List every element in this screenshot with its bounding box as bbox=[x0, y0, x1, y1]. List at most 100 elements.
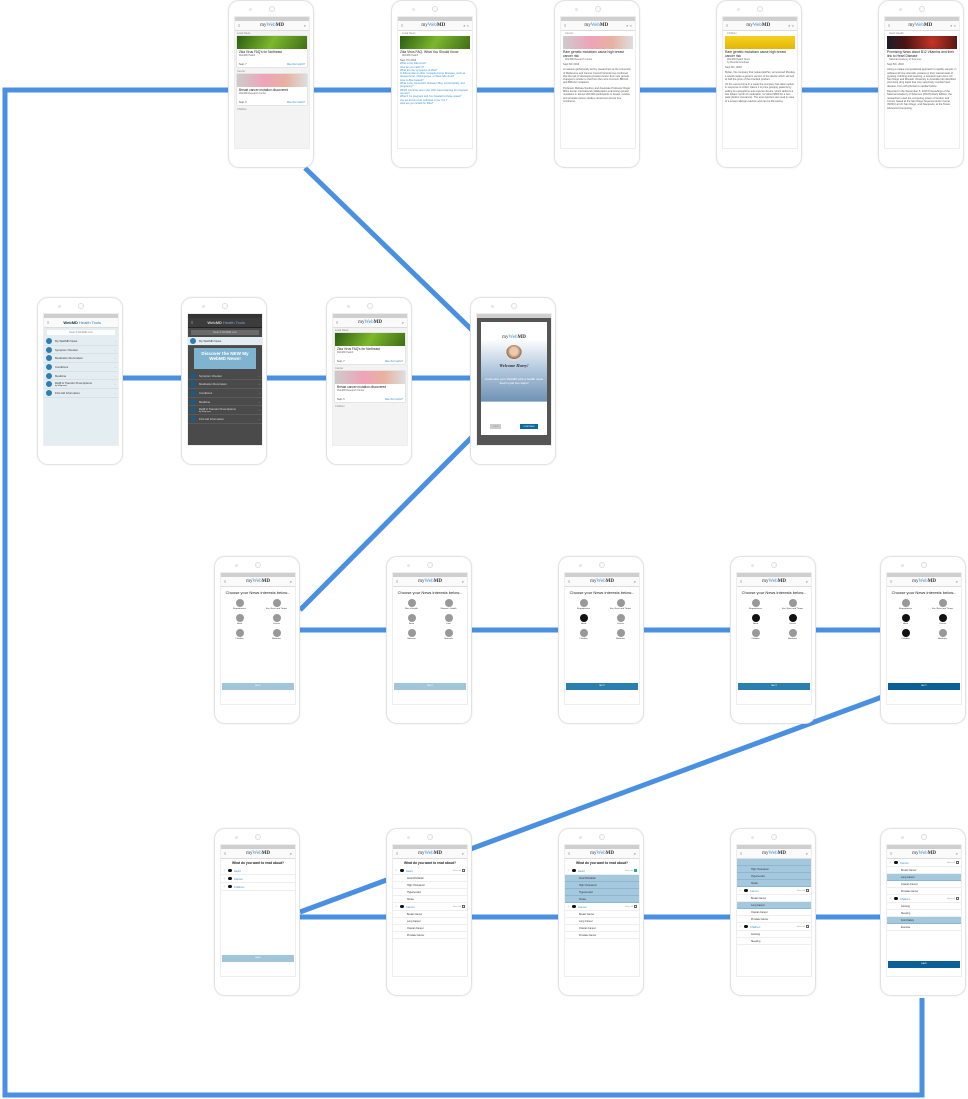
menu-item[interactable]: Medication Reminders› bbox=[44, 354, 118, 364]
search-icon[interactable]: ⌕ bbox=[289, 579, 292, 584]
interest-option[interactable]: Cancer bbox=[258, 614, 295, 625]
menu-icon[interactable]: ≡ bbox=[888, 23, 891, 28]
topic-item[interactable]: Sleeping bbox=[887, 910, 961, 917]
next-button[interactable]: NEXT bbox=[566, 683, 638, 690]
faq-link[interactable]: What are the symptoms of Zika? bbox=[400, 68, 438, 72]
search-icon[interactable]: ⌕ bbox=[955, 851, 958, 856]
topic-item[interactable]: Hypertension bbox=[393, 889, 467, 896]
topic-item[interactable]: Breast Cancer bbox=[737, 895, 811, 902]
topic-item[interactable]: Breast Cancer bbox=[393, 911, 467, 918]
search-icon[interactable]: ⌕ bbox=[633, 851, 636, 856]
interest-option[interactable]: Skincare bbox=[393, 629, 430, 640]
interest-option[interactable]: Cancer bbox=[602, 614, 639, 625]
expand-chevron-icon[interactable]: ⌃ bbox=[567, 904, 570, 909]
menu-item[interactable]: My WebMD News› bbox=[188, 337, 262, 346]
search-icon[interactable]: ⌕ bbox=[461, 851, 464, 856]
menu-icon[interactable]: ≡ bbox=[238, 23, 241, 28]
topic-group[interactable]: ⌃Cancer bbox=[221, 875, 295, 883]
share-icon[interactable]: < bbox=[952, 23, 956, 28]
topic-item[interactable]: Breast Cancer bbox=[565, 911, 639, 918]
menu-icon[interactable]: ≡ bbox=[568, 579, 571, 584]
menu-icon[interactable]: ≡ bbox=[726, 23, 729, 28]
continue-button[interactable]: CONTINUE bbox=[520, 424, 538, 429]
interest-option[interactable]: Ear, Nose and Throat bbox=[774, 599, 811, 610]
interest-option[interactable]: Reproductive bbox=[565, 599, 602, 610]
menu-icon[interactable]: ≡ bbox=[224, 851, 227, 856]
topic-item[interactable]: High Cholesterol bbox=[737, 866, 811, 873]
topic-item[interactable]: Hypertension bbox=[565, 889, 639, 896]
menu-item[interactable]: Symptom Checker› bbox=[44, 346, 118, 355]
topic-item[interactable]: Prostate Cancer bbox=[887, 888, 961, 895]
topic-item[interactable]: Hypertension bbox=[737, 873, 811, 880]
menu-icon[interactable]: ≡ bbox=[564, 23, 567, 28]
expand-chevron-icon[interactable]: ⌃ bbox=[223, 884, 226, 889]
interest-option[interactable]: Ear, Nose and Throat bbox=[602, 599, 639, 610]
interest-option[interactable]: Stomach bbox=[430, 629, 467, 640]
interest-option[interactable]: Children bbox=[221, 629, 258, 640]
menu-icon[interactable]: ≡ bbox=[336, 320, 339, 325]
menu-item[interactable]: Conditions› bbox=[44, 363, 118, 372]
interest-option[interactable]: Heart bbox=[565, 614, 602, 625]
menu-icon[interactable]: ≡ bbox=[890, 851, 893, 856]
select-all-checkbox[interactable] bbox=[634, 905, 637, 908]
menu-icon[interactable]: ≡ bbox=[740, 579, 743, 584]
discover-tooltip[interactable]: Discover the NEW My WebMD News! bbox=[194, 347, 256, 369]
topic-item[interactable]: Stroke bbox=[737, 880, 811, 887]
interest-option[interactable]: Brain bbox=[393, 614, 430, 625]
interest-option[interactable]: Heart bbox=[887, 614, 924, 625]
topic-item[interactable]: Prostate Cancer bbox=[565, 932, 639, 939]
topic-item[interactable]: Ovarian Cancer bbox=[887, 881, 961, 888]
topic-item[interactable]: Growing bbox=[737, 931, 811, 938]
interest-option[interactable]: Women's Health bbox=[430, 599, 467, 610]
topic-item[interactable]: Stroke bbox=[565, 896, 639, 903]
topic-item[interactable]: Lung Cancer bbox=[393, 918, 467, 925]
expand-chevron-icon[interactable]: ⌃ bbox=[889, 896, 892, 901]
topic-item[interactable]: Food Safety bbox=[887, 917, 961, 924]
card-title[interactable]: Zika Virus FAQ's for Northeast bbox=[337, 347, 380, 351]
search-input[interactable]: Search WebMD.com bbox=[47, 330, 115, 335]
search-icon[interactable]: ⌕ bbox=[805, 579, 808, 584]
next-button[interactable]: NEXT bbox=[394, 683, 466, 690]
interest-option[interactable]: Medicine bbox=[924, 629, 961, 640]
search-icon[interactable]: ⌕ bbox=[626, 23, 629, 28]
search-icon[interactable]: ⌕ bbox=[401, 320, 404, 325]
faq-link[interactable]: What is the Zika virus? bbox=[400, 62, 427, 66]
expand-chevron-icon[interactable]: ⌃ bbox=[395, 868, 398, 873]
helpful-link[interactable]: Was this helpful? bbox=[286, 63, 305, 66]
topic-item[interactable]: High Cholesterol bbox=[393, 882, 467, 889]
search-icon[interactable]: ⌕ bbox=[805, 851, 808, 856]
menu-icon[interactable]: ≡ bbox=[890, 579, 893, 584]
topic-item[interactable]: Ovarian Cancer bbox=[565, 925, 639, 932]
helpful-link[interactable]: Was this helpful? bbox=[286, 101, 305, 104]
topic-item[interactable]: Growing bbox=[887, 903, 961, 910]
menu-item[interactable]: Medication Reminders› bbox=[188, 380, 262, 390]
faq-link[interactable]: How do you catch it? bbox=[400, 65, 425, 69]
search-icon[interactable]: ⌕ bbox=[955, 579, 958, 584]
expand-chevron-icon[interactable]: ⌃ bbox=[223, 876, 226, 881]
interest-option[interactable]: Reproductive bbox=[737, 599, 774, 610]
interest-option[interactable]: Medicine bbox=[258, 629, 295, 640]
share-icon[interactable]: < bbox=[628, 23, 632, 28]
faq-link[interactable]: Is Zika similar to other mosquito-borne … bbox=[400, 72, 466, 79]
expand-chevron-icon[interactable]: ⌃ bbox=[739, 888, 742, 893]
menu-item[interactable]: My WebMD News› bbox=[44, 337, 118, 346]
topic-item[interactable]: Prostate Cancer bbox=[393, 932, 467, 939]
card-title[interactable]: Zika Virus FAQ's for Northeast bbox=[239, 50, 282, 54]
topic-item[interactable]: Atrial Fibrillation bbox=[393, 875, 467, 882]
interest-option[interactable]: Medicine bbox=[774, 629, 811, 640]
expand-chevron-icon[interactable]: ⌃ bbox=[889, 860, 892, 865]
topic-item[interactable]: Prostate Cancer bbox=[737, 916, 811, 923]
card-title[interactable]: Breast cancer mutation discovered bbox=[337, 385, 387, 389]
interest-option[interactable]: Children bbox=[737, 629, 774, 640]
faq-link[interactable]: What if I'm pregnant and I've traveled t… bbox=[400, 95, 462, 99]
select-all-checkbox[interactable] bbox=[634, 869, 637, 872]
topic-group[interactable]: ⌃Children bbox=[221, 883, 295, 891]
search-icon[interactable]: ⌕ bbox=[788, 23, 791, 28]
